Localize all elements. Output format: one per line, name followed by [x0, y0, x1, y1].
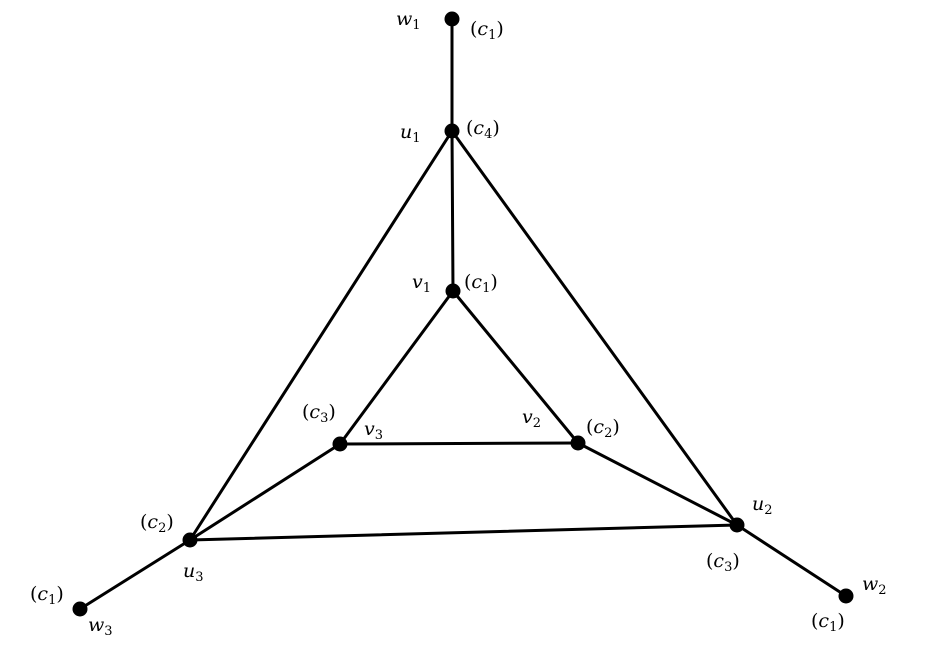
edge-u2-u3 [188, 523, 739, 542]
color-label-w1: (c1) [470, 18, 504, 43]
vertex-w1 [444, 11, 460, 27]
vertex-u1 [444, 123, 460, 139]
label-v3: v3 [364, 418, 384, 443]
label-v1: v1 [412, 271, 432, 296]
edge-v2-v3 [338, 441, 580, 446]
color-label-u2: (c3) [706, 550, 740, 575]
vertex-v2 [570, 435, 586, 451]
edges [78, 17, 848, 611]
vertex-v3 [332, 436, 348, 452]
color-label-w3: (c1) [30, 583, 64, 608]
label-u2: u2 [752, 493, 773, 518]
label-v2: v2 [522, 406, 542, 431]
vertex-w2 [838, 588, 854, 604]
edge-u3-w3 [78, 538, 192, 611]
label-u3: u3 [183, 560, 204, 585]
vertex-u2 [729, 517, 745, 533]
color-label-v3: (c3) [302, 401, 336, 426]
edge-v1-v2 [451, 289, 580, 445]
color-label-u3: (c2) [140, 511, 174, 536]
edge-u1-v1 [450, 129, 455, 293]
color-label-v1: (c1) [464, 271, 498, 296]
vertex-u3 [182, 532, 198, 548]
edge-v2-u2 [576, 441, 739, 527]
edge-v3-u3 [188, 442, 342, 542]
edge-u1-u2 [450, 129, 739, 527]
color-label-w2: (c1) [811, 610, 845, 635]
label-w1: w1 [396, 8, 421, 33]
nodes [72, 11, 854, 617]
label-u1: u1 [400, 121, 421, 146]
edge-u2-w2 [735, 523, 848, 598]
vertex-v1 [445, 283, 461, 299]
label-w3: w3 [88, 614, 113, 639]
label-w2: w2 [862, 573, 887, 598]
color-label-u1: (c4) [466, 117, 500, 142]
color-label-v2: (c2) [586, 416, 620, 441]
vertex-w3 [72, 601, 88, 617]
edge-u1-u3 [188, 129, 454, 542]
edge-v1-v3 [338, 289, 455, 446]
